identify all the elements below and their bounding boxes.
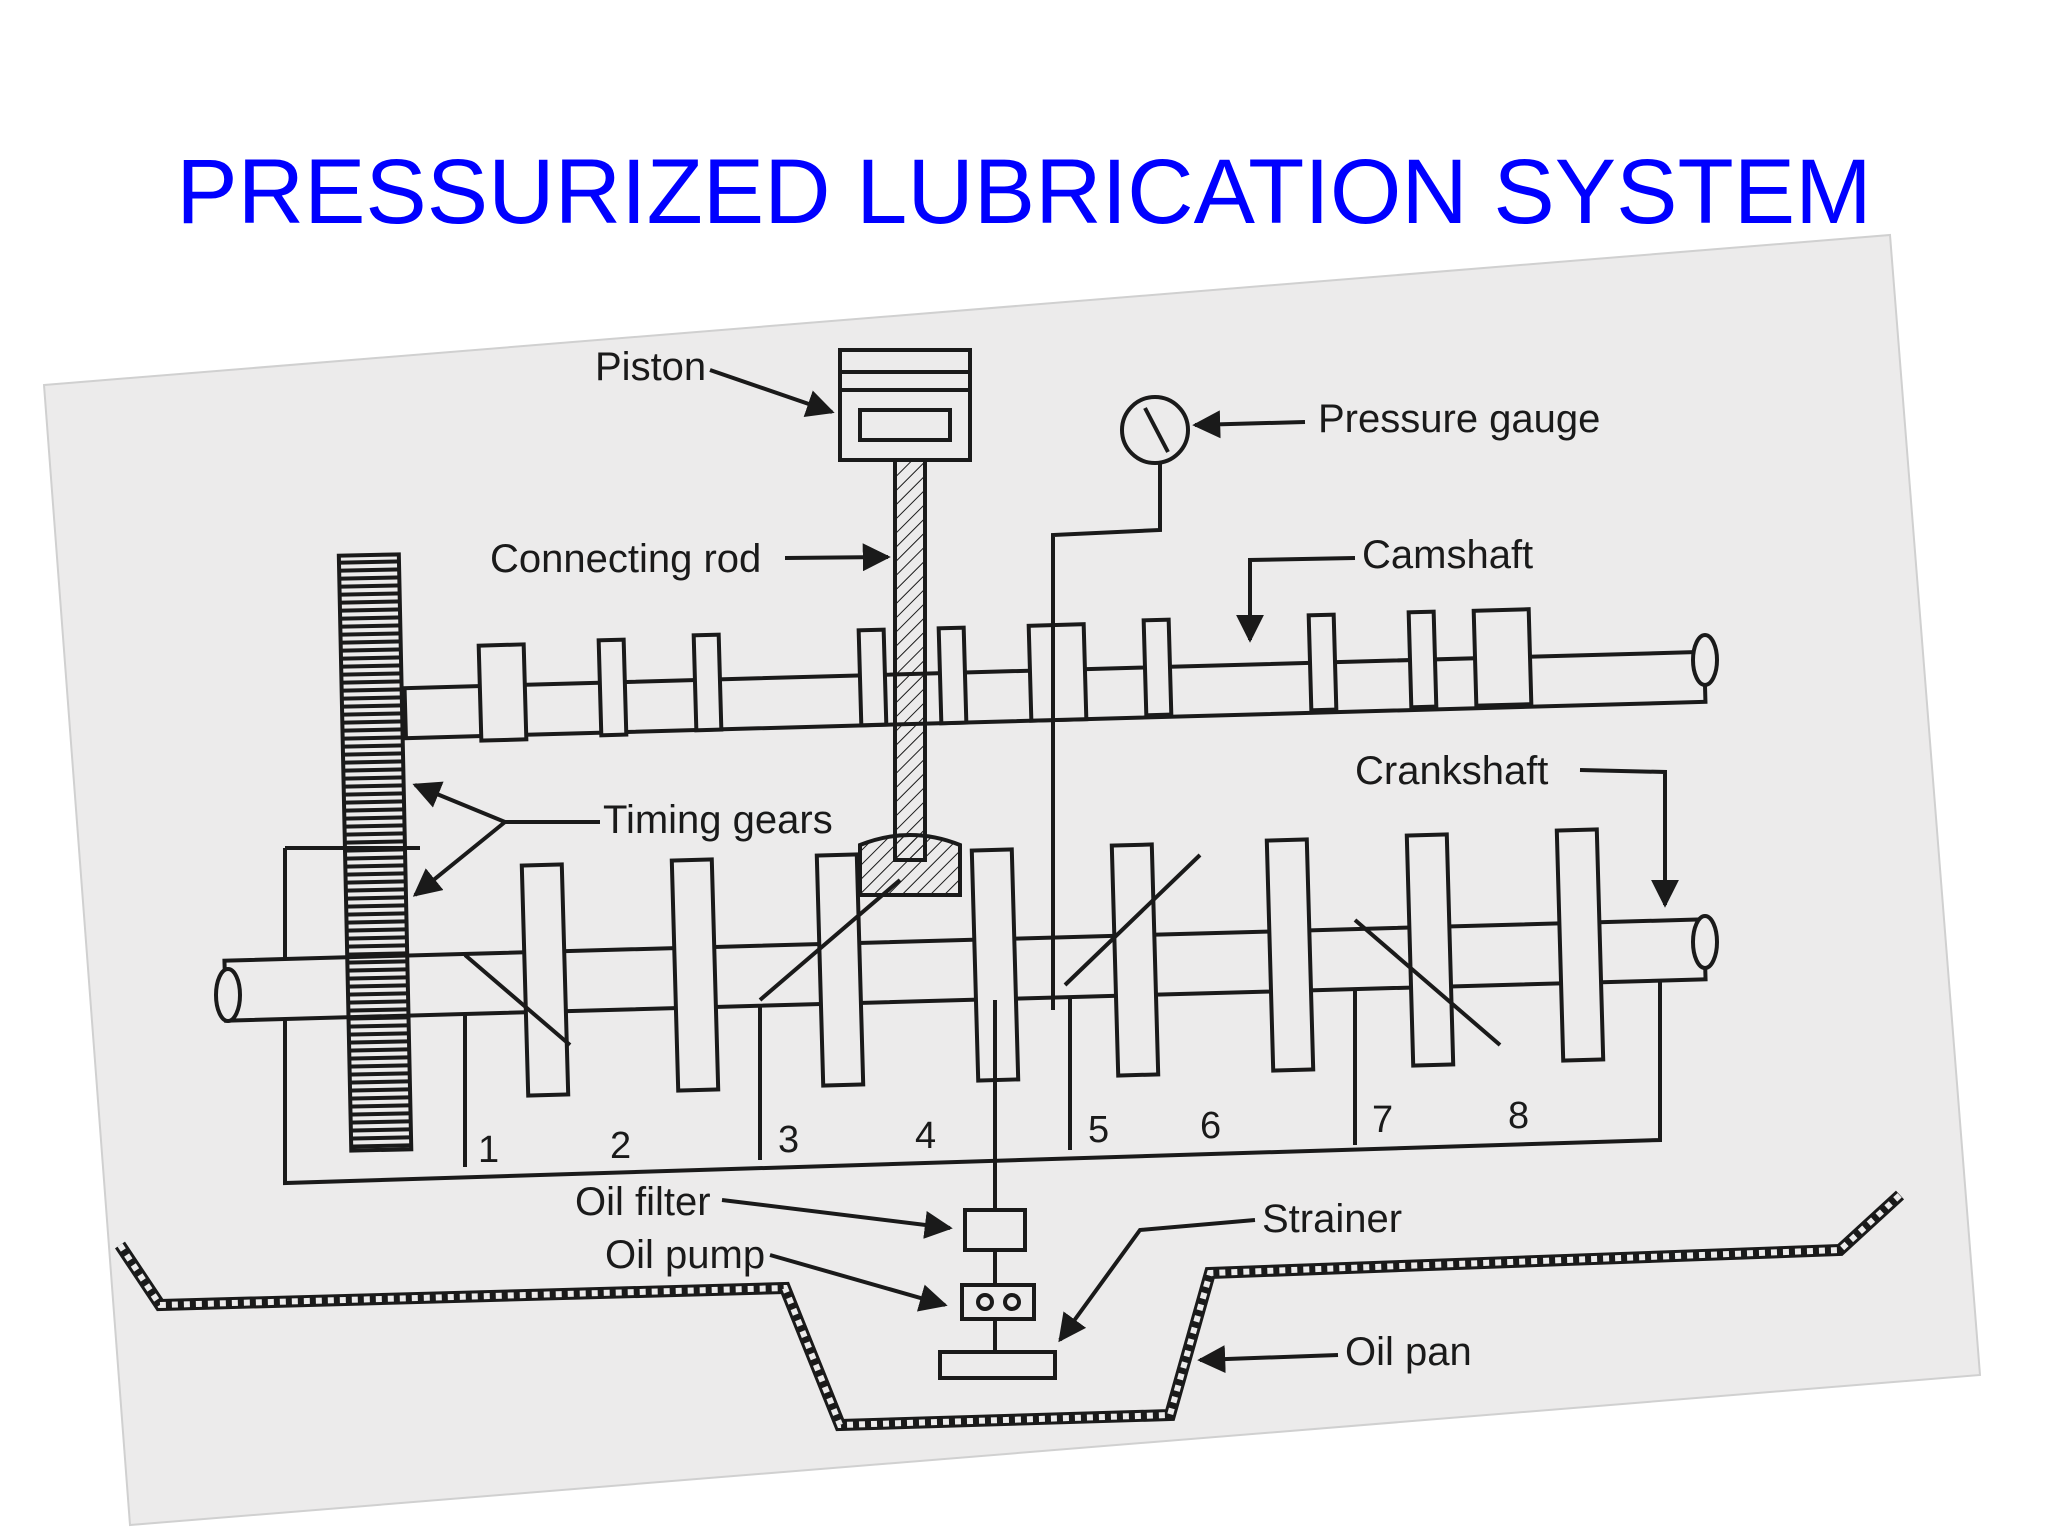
crank-web — [669, 857, 721, 1093]
crank-web — [1404, 832, 1456, 1068]
crank-web — [519, 862, 571, 1098]
cam-lobe — [476, 642, 529, 743]
cam-lobe — [1026, 622, 1089, 723]
cam-lobe — [856, 627, 889, 728]
oil-passage — [463, 953, 572, 1047]
cam-lobe — [1471, 607, 1534, 708]
label-timing-gears: Timing gears — [603, 798, 833, 842]
crank-web — [1109, 842, 1161, 1078]
cam-lobe — [936, 625, 969, 726]
label-piston: Piston — [595, 345, 706, 389]
crankshaft-end — [1691, 914, 1719, 970]
bearing-number: 5 — [1088, 1109, 1109, 1151]
connecting-rod — [893, 458, 927, 862]
label-oil-pump: Oil pump — [605, 1233, 765, 1277]
cam-lobe — [691, 632, 724, 733]
bearing-number: 2 — [610, 1125, 631, 1167]
bearing-number: 7 — [1372, 1099, 1393, 1141]
label-camshaft: Camshaft — [1362, 533, 1533, 577]
piston — [838, 348, 972, 462]
timing-gear-large — [336, 552, 414, 1153]
label-crankshaft: Crankshaft — [1355, 749, 1548, 793]
label-connecting-rod: Connecting rod — [490, 537, 761, 581]
oil-passage — [1063, 853, 1202, 987]
bearing-number: 8 — [1508, 1095, 1529, 1137]
strainer — [938, 1350, 1057, 1380]
label-pressure-gauge: Pressure gauge — [1318, 397, 1600, 441]
oil-passage — [758, 878, 902, 1002]
bearing-number: 6 — [1200, 1105, 1221, 1147]
oil-filter — [963, 1208, 1027, 1252]
crank-web — [1554, 827, 1606, 1063]
label-oil-pan: Oil pan — [1345, 1330, 1472, 1374]
gauge-line — [1051, 463, 1162, 1010]
oil-pump — [960, 1283, 1036, 1321]
bearing-number: 4 — [915, 1115, 936, 1157]
crank-web — [814, 852, 866, 1088]
slide-title: PRESSURIZED LUBRICATION SYSTEM — [176, 141, 1872, 243]
connecting-rod-big-end — [858, 833, 962, 897]
cam-lobe — [1141, 617, 1174, 718]
cam-lobe — [596, 637, 629, 738]
bearing-number: 1 — [478, 1129, 499, 1171]
oil-passage — [1353, 918, 1502, 1047]
crankshaft-start — [214, 967, 242, 1023]
cam-lobe — [1406, 609, 1439, 710]
label-oil-filter: Oil filter — [575, 1180, 711, 1224]
label-strainer: Strainer — [1262, 1197, 1402, 1241]
crank-web — [969, 847, 1021, 1083]
crank-web — [1264, 837, 1316, 1073]
bearing-number: 3 — [778, 1119, 799, 1161]
cam-lobe — [1306, 612, 1339, 713]
camshaft-end — [1691, 633, 1719, 687]
